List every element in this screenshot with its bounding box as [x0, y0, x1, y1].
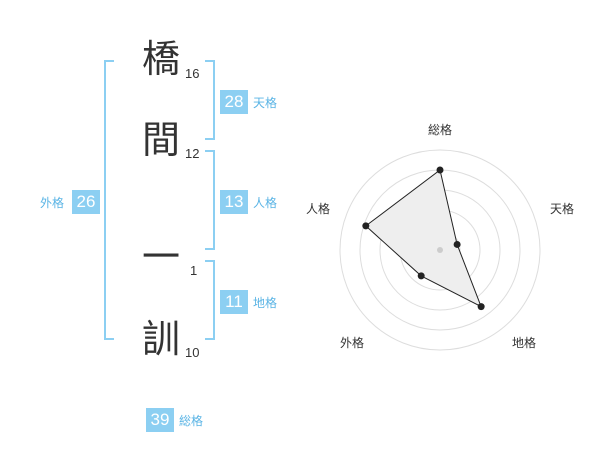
radar-center-dot: [437, 247, 443, 253]
radar-axis-label-soukaku: 総格: [428, 122, 452, 137]
radar-ring-5: [339, 149, 541, 351]
radar-axis-label-jinkaku: 人格: [306, 201, 330, 216]
name-char-1: 橋: [142, 37, 181, 81]
jinkaku-bracket: [205, 150, 215, 250]
soukaku-label: 総格: [179, 414, 204, 428]
jinkaku-score: 13: [220, 190, 248, 214]
radar-chart: 総格 天格 地格 外格 人格: [306, 122, 574, 351]
stroke-count-1: 16: [185, 66, 200, 81]
radar-axis-label-chikaku: 地格: [512, 335, 536, 350]
chikaku-bracket: [205, 260, 215, 340]
radar-point-3: [417, 272, 425, 280]
radar-shape: [365, 169, 483, 308]
radar-point-4: [362, 222, 370, 230]
chikaku-label: 地格: [253, 296, 278, 310]
gaikaku-label: 外格: [40, 196, 65, 210]
radar-axis-label-tenkaku: 天格: [550, 201, 574, 216]
tenkaku-label: 天格: [253, 96, 278, 110]
radar-point-1: [453, 240, 461, 248]
name-char-2: 間: [142, 118, 181, 162]
jinkaku-label: 人格: [253, 196, 278, 210]
name-char-4: 訓: [142, 317, 181, 361]
gaikaku-bracket: [104, 60, 114, 340]
stroke-count-2: 12: [185, 146, 200, 161]
soukaku-score: 39: [146, 408, 174, 432]
radar-point-2: [477, 303, 485, 311]
stroke-count-3: 1: [190, 263, 198, 278]
chikaku-score: 11: [220, 290, 248, 314]
stroke-count-4: 10: [185, 345, 200, 360]
radar-point-0: [436, 166, 444, 174]
tenkaku-score: 28: [220, 90, 248, 114]
name-char-3: 一: [142, 235, 181, 279]
radar-axis-label-gaikaku: 外格: [340, 335, 364, 350]
tenkaku-bracket: [205, 60, 215, 140]
gaikaku-score: 26: [72, 190, 100, 214]
radar-points: [362, 166, 485, 311]
